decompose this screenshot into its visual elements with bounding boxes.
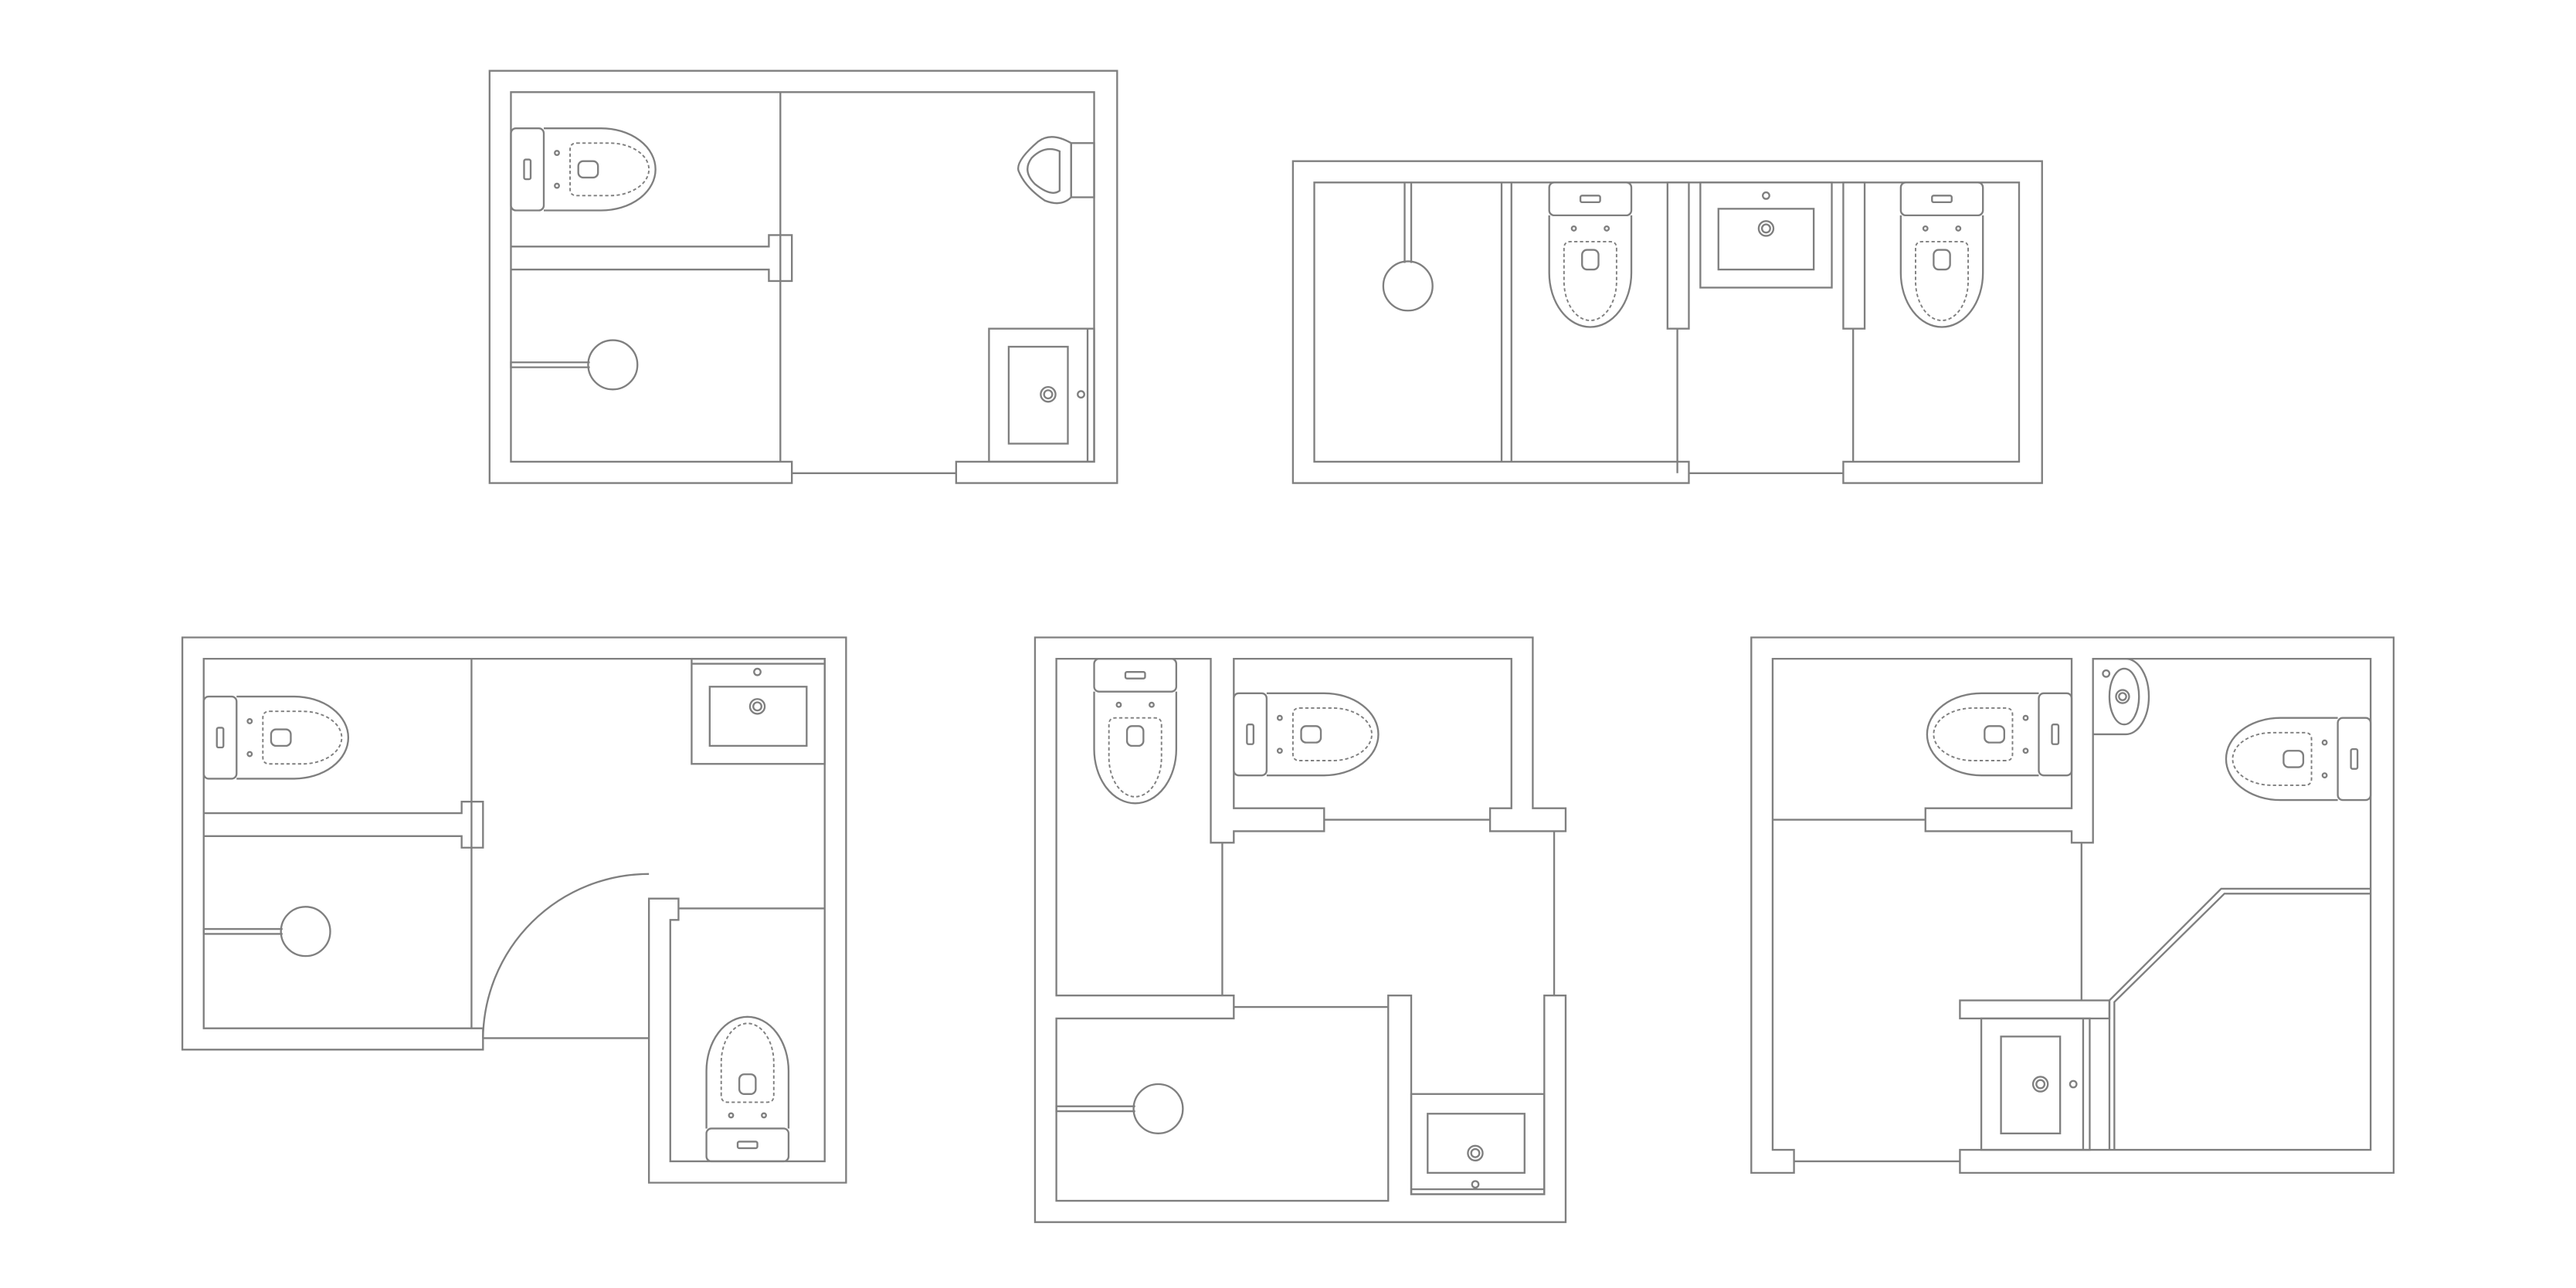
sink-icon <box>1410 1093 1546 1195</box>
sink-icon <box>1699 181 1833 289</box>
walls <box>1750 636 2395 1174</box>
toilet-icon <box>202 695 350 780</box>
partition-wall <box>1666 181 1690 330</box>
walls <box>1291 160 2043 484</box>
toilet-icon <box>510 127 657 212</box>
toilet-icon <box>2225 717 2372 802</box>
bathroom-plan-4 <box>1033 636 1567 1223</box>
toilet-icon <box>705 1015 790 1163</box>
walls <box>1033 636 1567 1223</box>
door-swing <box>482 873 650 1039</box>
shower-icon <box>1055 1083 1184 1134</box>
partition-wall <box>203 801 484 849</box>
walls <box>181 636 847 1184</box>
corner-shower-icon <box>2108 887 2371 1151</box>
sink-cabinet-icon <box>988 327 1095 463</box>
shower-icon <box>202 906 331 958</box>
shower-icon <box>1382 182 1434 312</box>
bathroom-plan-3 <box>181 636 847 1184</box>
sink-icon <box>691 657 826 765</box>
walls <box>488 69 1118 484</box>
bathroom-plan-5 <box>1750 636 2395 1174</box>
partition-wall <box>1842 181 1866 330</box>
sink-cabinet-icon <box>1959 999 2111 1151</box>
partition-wall <box>511 234 793 283</box>
toilet-icon <box>1926 692 2073 777</box>
wall-sink-icon <box>2092 657 2150 736</box>
toilet-icon <box>1899 181 1984 328</box>
shower-icon <box>510 339 639 391</box>
urinal-icon <box>1016 136 1095 205</box>
bathroom-plan-2 <box>1291 160 2043 484</box>
toilet-icon <box>1548 181 1633 328</box>
toilet-icon <box>1233 692 1380 777</box>
bathroom-plan-1 <box>488 69 1118 484</box>
toilet-icon <box>1093 657 1178 805</box>
